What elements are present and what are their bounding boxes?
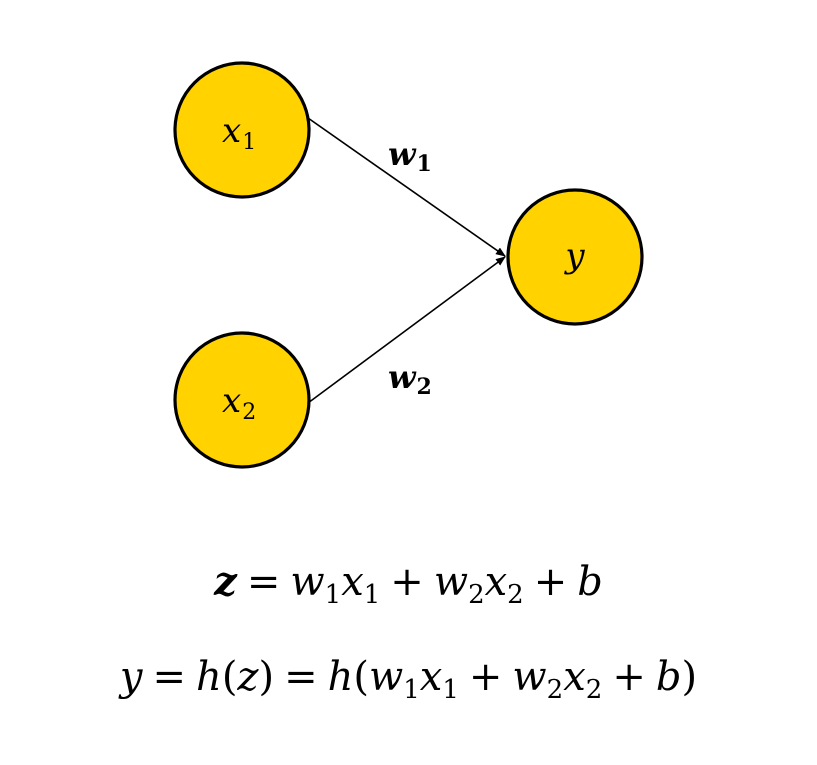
eq2-rparen-2: ) xyxy=(681,654,698,700)
edge-label-w2: w2 xyxy=(388,358,432,400)
eq1-x1-sub: 1 xyxy=(363,580,381,610)
edge-x1-to-y xyxy=(307,117,506,257)
eq2-w2-sub: 2 xyxy=(546,675,564,705)
eq2-x1-sub: 1 xyxy=(442,675,459,705)
node-y: y xyxy=(506,188,644,326)
node-x2: x2 xyxy=(173,331,311,469)
eq1-plus-2: + xyxy=(533,559,568,605)
eq2-plus-2: + xyxy=(612,654,646,700)
eq2-x2-sub: 2 xyxy=(585,675,603,705)
eq2-lhs: y xyxy=(119,654,143,700)
edge-label-w1: w1 xyxy=(388,135,432,177)
eq1-x1: x xyxy=(341,559,364,605)
eq2-rparen-1: ) xyxy=(258,654,275,700)
equation-y: y=h(z)=h(w1x1+w2x2+b) xyxy=(0,654,817,703)
eq1-w1-sub: 1 xyxy=(324,580,342,610)
eq2-h-1: h xyxy=(196,654,222,700)
eq2-w1-sub: 1 xyxy=(403,675,420,705)
eq1-w2-sub: 2 xyxy=(468,580,485,610)
eq2-lparen-2: ( xyxy=(353,654,369,700)
eq2-z: z xyxy=(237,654,259,700)
node-label-y: y xyxy=(563,236,585,276)
eq1-w2: w xyxy=(433,559,469,605)
eq2-w2: w xyxy=(512,654,547,700)
eq2-lparen-1: ( xyxy=(221,654,238,700)
eq1-plus-1: + xyxy=(390,559,424,605)
eq2-x1: x xyxy=(419,654,443,700)
neural-network-diagram: w1 w2 x1 x2 y xyxy=(173,61,644,469)
eq1-equals: = xyxy=(246,559,281,605)
eq1-w1: w xyxy=(290,559,325,605)
node-x1: x1 xyxy=(173,61,311,199)
eq2-h-2: h xyxy=(327,654,354,700)
eq1-lhs: z xyxy=(214,558,237,605)
eq1-x2-sub: 2 xyxy=(507,580,524,610)
eq2-w1: w xyxy=(369,654,404,700)
eq2-x2: x xyxy=(563,654,586,700)
edge-x2-to-y xyxy=(307,256,506,404)
eq1-bias: b xyxy=(577,559,603,605)
eq2-plus-1: + xyxy=(468,654,503,700)
eq1-x2: x xyxy=(484,559,508,605)
node-label-x1: x1 xyxy=(222,111,256,155)
equation-z: z=w1x1+w2x2+b xyxy=(0,558,817,608)
eq2-equals-2: = xyxy=(284,654,318,700)
node-label-x2: x2 xyxy=(222,381,256,425)
eq2-equals-1: = xyxy=(152,654,187,700)
eq2-bias: b xyxy=(655,654,682,700)
